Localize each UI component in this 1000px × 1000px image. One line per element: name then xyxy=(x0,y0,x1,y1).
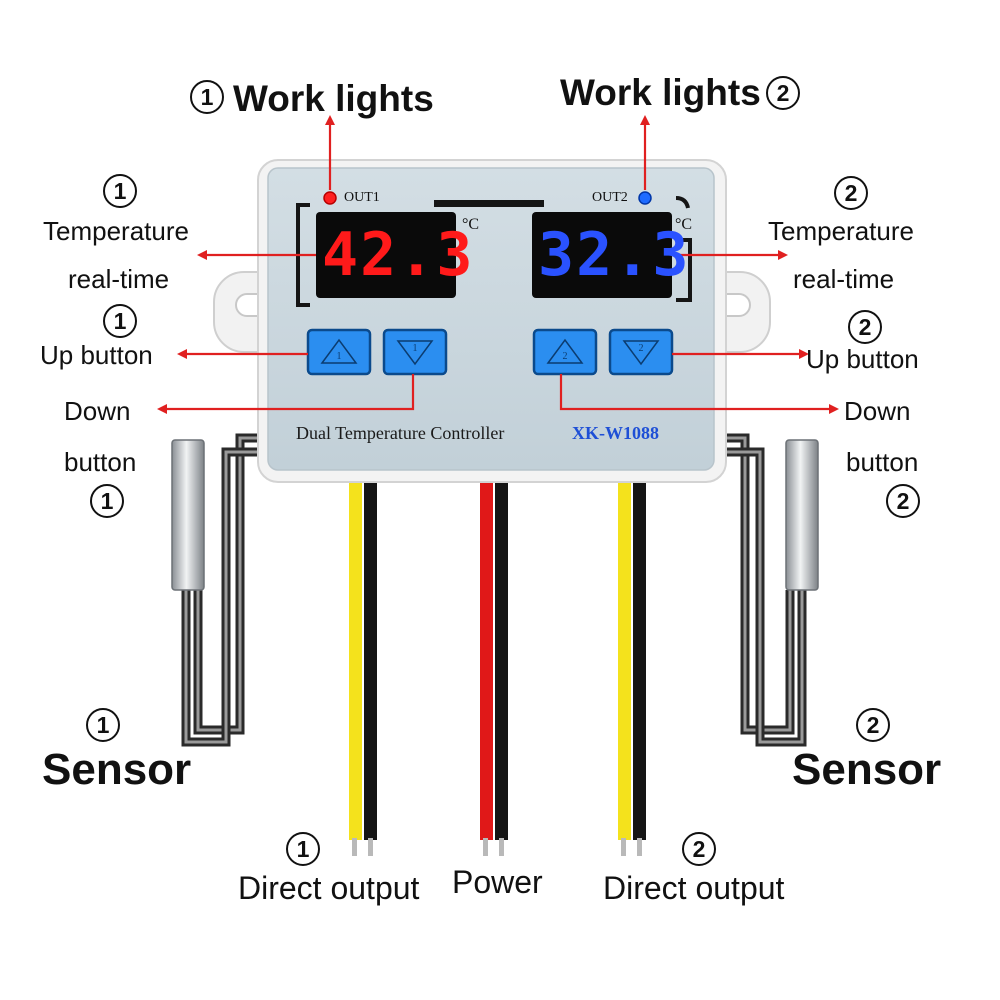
temp-1-label-line1: Temperature xyxy=(43,216,189,246)
power-wires xyxy=(480,478,508,856)
temp-2-label-line2: real-time xyxy=(793,264,895,294)
callout-arrows xyxy=(157,115,839,414)
direct-output-1-number: 1 xyxy=(286,832,320,866)
ch1-down-button-shape xyxy=(382,328,448,376)
out2-label: OUT2 xyxy=(592,190,628,205)
temp-2-number: 2 xyxy=(834,176,868,210)
work-lights-1-label: Work lights xyxy=(233,78,434,119)
sensor-1-probe xyxy=(171,439,205,591)
down-2-label-line1: Down xyxy=(844,396,911,426)
ch2-down-button[interactable]: 2 xyxy=(610,330,672,374)
ch1-up-button[interactable]: 1 xyxy=(308,330,370,374)
display-1-window xyxy=(316,212,456,298)
work-lights-1-number: 1 xyxy=(190,80,224,114)
ch1-up-button-shape xyxy=(306,328,372,376)
sensor-1-label: Sensor xyxy=(42,745,192,794)
down-1-label-line2: button xyxy=(64,447,137,477)
ch1-down-button-number: 1 xyxy=(412,342,418,354)
temp-1-label-line2: real-time xyxy=(68,264,170,294)
display-2-window xyxy=(532,212,672,298)
work-lights-2-label: Work lights xyxy=(560,72,761,113)
sensor-1-number: 1 xyxy=(86,708,120,742)
direct-output-2-number: 2 xyxy=(682,832,716,866)
arrow-down-1 xyxy=(157,374,415,414)
up-2-label: Up button xyxy=(806,344,919,374)
down-2-number: 2 xyxy=(886,484,920,518)
ch1-down-button[interactable]: 1 xyxy=(384,330,446,374)
sensor-2-cable xyxy=(708,433,807,747)
sensor-2-probe xyxy=(785,439,819,591)
down-1-label-line1: Down xyxy=(64,396,131,426)
direct-output-1-label: Direct output xyxy=(238,870,420,906)
out2-indicator-light xyxy=(638,191,652,205)
ch2-down-button-number: 2 xyxy=(638,342,644,354)
temp-1-number: 1 xyxy=(103,174,137,208)
display-2-unit: °C xyxy=(675,216,693,233)
ch2-up-button[interactable]: 2 xyxy=(534,330,596,374)
up-2-number: 2 xyxy=(848,310,882,344)
work-lights-2-number: 2 xyxy=(766,76,800,110)
down-1-number: 1 xyxy=(90,484,124,518)
sensor-2-label: Sensor xyxy=(792,745,942,794)
direct-output-2-label: Direct output xyxy=(603,870,785,906)
display-1-unit: °C xyxy=(462,216,480,233)
ch2-up-button-shape xyxy=(532,328,598,376)
arrow-down-2 xyxy=(559,374,839,414)
direct-output-2-wires xyxy=(618,478,646,856)
out1-label: OUT1 xyxy=(344,190,380,205)
ch1-up-button-number: 1 xyxy=(336,351,342,362)
sensor-2-number: 2 xyxy=(856,708,890,742)
display-2-value: 32.3 xyxy=(538,220,691,290)
power-label: Power xyxy=(452,864,543,900)
ch2-up-button-number: 2 xyxy=(562,351,568,362)
display-1-value: 42.3 xyxy=(322,220,475,290)
model-number: XK-W1088 xyxy=(572,423,659,443)
sensor-1-cable xyxy=(181,433,270,747)
out1-indicator-light xyxy=(323,191,337,205)
up-1-label: Up button xyxy=(40,340,153,370)
product-name: Dual Temperature Controller xyxy=(296,423,505,443)
ch2-down-button-shape xyxy=(608,328,674,376)
up-1-number: 1 xyxy=(103,304,137,338)
direct-output-1-wires xyxy=(349,478,377,856)
temp-2-label-line1: Temperature xyxy=(768,216,914,246)
down-2-label-line2: button xyxy=(846,447,919,477)
